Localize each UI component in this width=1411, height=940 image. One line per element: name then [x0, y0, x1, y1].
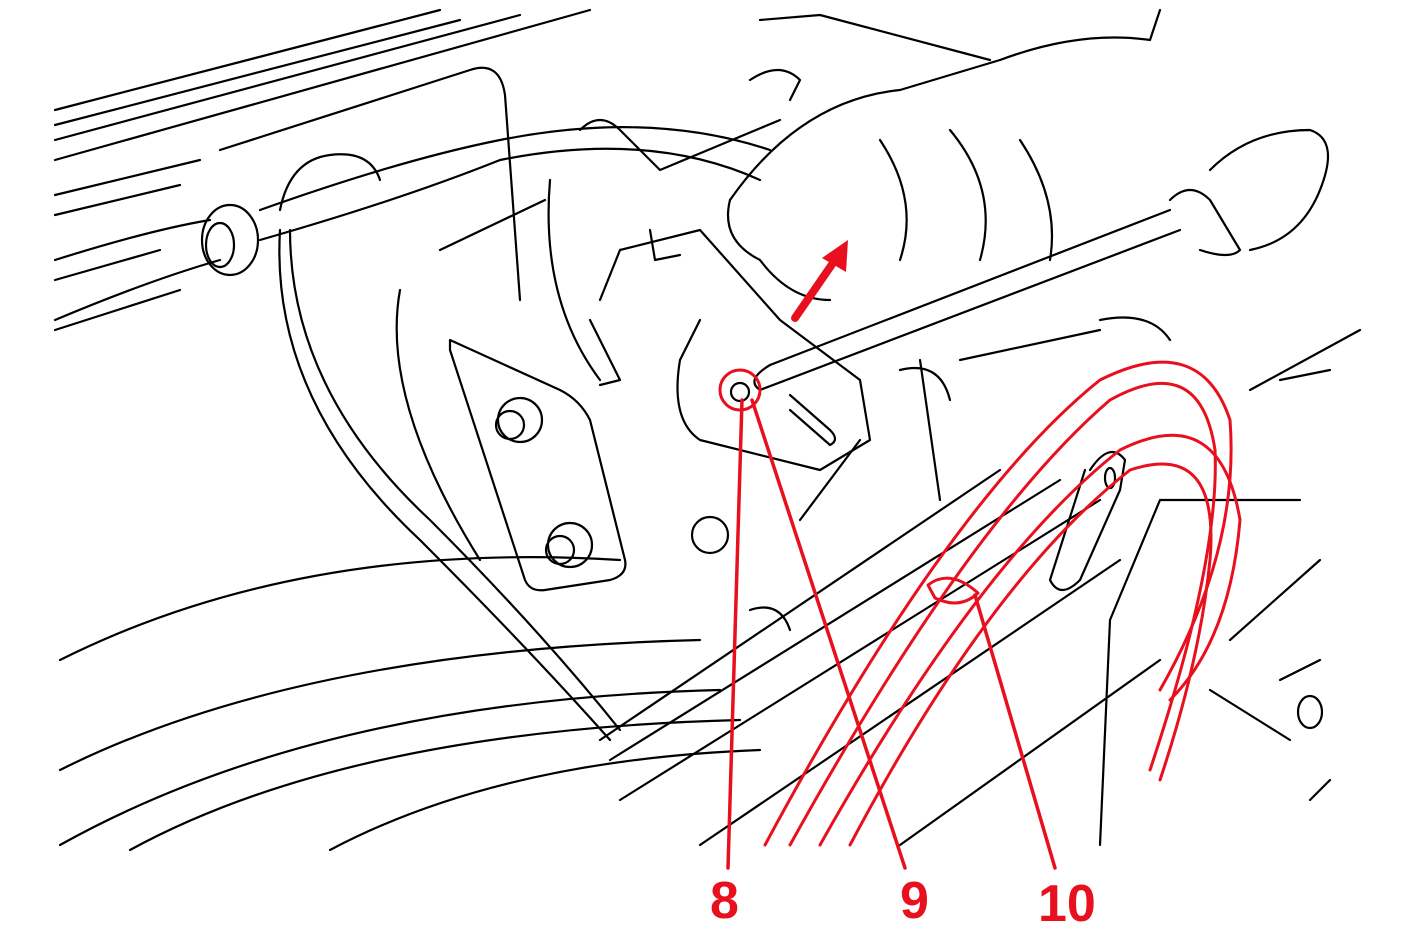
leader-line-10	[973, 593, 1057, 870]
cable-and-grommet	[53, 126, 772, 742]
cable-bundle	[763, 360, 1233, 847]
leader-line-9	[750, 398, 907, 870]
red-highlights	[718, 240, 1242, 870]
hand-and-screwdriver	[547, 8, 1330, 392]
pull-direction-arrow	[791, 256, 839, 322]
clip-part	[1048, 450, 1127, 592]
callout-9: 9	[900, 872, 929, 930]
pull-arrow-head	[822, 240, 848, 272]
bracket-with-screws	[395, 198, 627, 592]
latch-mechanism	[588, 228, 952, 632]
background-body-lines	[53, 8, 1362, 852]
callout-10: 10	[1038, 875, 1096, 933]
leader-line-8	[726, 398, 744, 870]
callout-8: 8	[710, 872, 739, 930]
